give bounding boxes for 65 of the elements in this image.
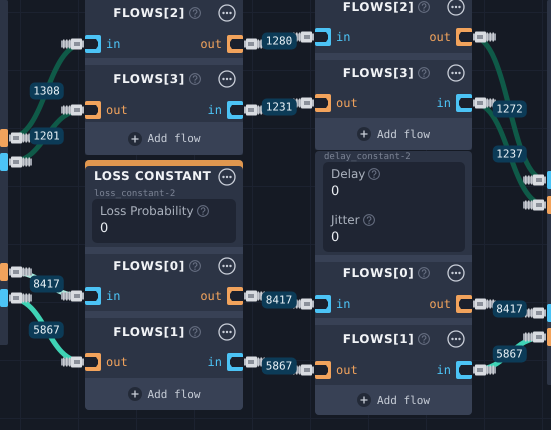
edge-label: 8417 — [262, 292, 296, 308]
cable — [8, 292, 84, 368]
flow-section — [85, 58, 243, 122]
cable — [472, 98, 547, 210]
cable — [472, 32, 548, 185]
port-label: in — [436, 96, 451, 110]
edge-label: 1272 — [492, 100, 527, 117]
port-label: in — [106, 289, 120, 303]
add-flow-button: Add flow — [315, 385, 472, 415]
edge-label: 1201 — [29, 128, 64, 144]
node-card — [85, 0, 243, 155]
cable-port — [0, 153, 8, 171]
port-label: out — [106, 355, 128, 369]
add-flow-button: Add flow — [85, 378, 243, 410]
edge-label: 1231 — [262, 98, 296, 115]
field-label: Delay — [331, 167, 366, 181]
edge-label: 5867 — [29, 322, 64, 338]
edge-label: 5867 — [492, 345, 527, 362]
cable-port — [0, 129, 8, 147]
card-title: LOSS CONSTANT — [94, 169, 212, 183]
port-label: in — [336, 297, 350, 311]
section-heading: FLOWS[1] — [342, 332, 414, 346]
cable — [8, 39, 85, 143]
section-heading: FLOWS[0] — [342, 266, 414, 280]
section-heading: FLOWS[2] — [342, 0, 414, 14]
field-label: Jitter — [331, 213, 360, 227]
section-heading: FLOWS[0] — [113, 259, 185, 273]
edge-label: 1237 — [492, 146, 527, 162]
edge-label: 1280 — [262, 32, 296, 49]
edge-label: 5867 — [262, 358, 296, 374]
field-value: 0 — [331, 184, 340, 199]
node-card — [315, 151, 472, 415]
edge-label: 1308 — [29, 82, 64, 100]
section-heading: FLOWS[2] — [113, 6, 185, 20]
field-value: 0 — [331, 230, 340, 245]
parameter-field — [92, 199, 236, 243]
field-label: Loss Probability — [100, 204, 194, 218]
edge-label: 8417 — [492, 300, 527, 317]
add-flow-button: Add flow — [315, 118, 472, 150]
card-subtitle: loss_constant-2 — [94, 189, 176, 199]
add-flow-button: Add flow — [85, 122, 243, 155]
node-card — [315, 0, 472, 150]
field-value: 0 — [100, 221, 110, 236]
port-label: out — [429, 297, 451, 311]
edge-label: 8417 — [29, 276, 64, 292]
card-subtitle: delay_constant-2 — [324, 152, 411, 162]
port-label: out — [429, 30, 451, 44]
port-label: in — [336, 30, 350, 44]
parameter-field — [323, 162, 465, 208]
node-card — [85, 160, 243, 410]
parameter-field — [323, 208, 465, 252]
port-label: in — [208, 355, 222, 369]
section-heading: FLOWS[3] — [342, 66, 414, 80]
port-label: out — [336, 363, 358, 377]
port-label: out — [200, 289, 222, 303]
port-label: in — [436, 363, 451, 377]
port-label: in — [106, 37, 120, 51]
section-heading: FLOWS[1] — [113, 325, 185, 339]
port-label: in — [208, 103, 222, 117]
cable-port — [0, 289, 8, 307]
section-heading: FLOWS[3] — [113, 72, 185, 86]
cable-port — [0, 263, 8, 281]
port-label: out — [106, 103, 128, 117]
port-label: out — [200, 37, 222, 51]
port-label: out — [336, 96, 358, 110]
